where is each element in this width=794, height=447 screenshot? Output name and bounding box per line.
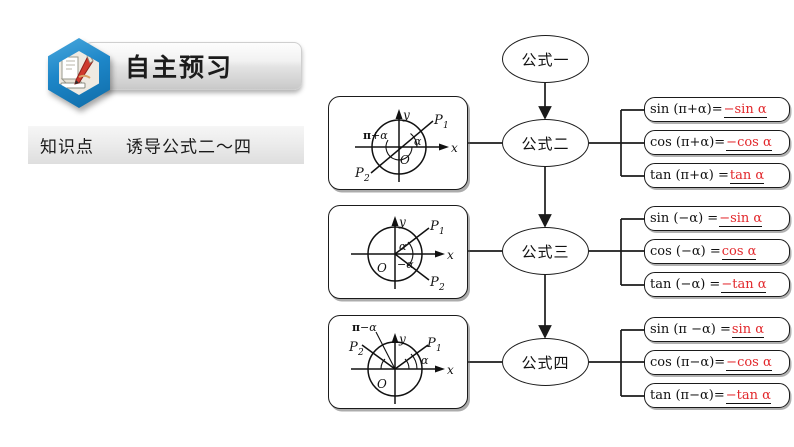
knowledge-point-label: 知识点 (40, 137, 94, 158)
header-zone: 自主预习 知识点 诱导公式二～四 (0, 0, 330, 180)
formula-lhs: cos (π+α)= (650, 135, 726, 150)
ellipse-shape (502, 35, 589, 83)
svg-text:O: O (377, 261, 387, 275)
svg-text:π: π (352, 321, 360, 334)
formula-lhs: tan (−α) = (650, 277, 721, 292)
formula-rhs: −cos α (726, 134, 772, 151)
formula-rhs: −tan α (721, 276, 767, 293)
formula-lhs: tan (π−α)= (650, 388, 725, 403)
svg-text:α: α (421, 354, 429, 367)
formula-rhs: tan α (729, 167, 765, 184)
node-formula-three[interactable]: 公式三 (502, 227, 589, 275)
svg-text:−α: −α (397, 258, 414, 271)
svg-text:y: y (398, 332, 406, 346)
formula-box: cos (−α) = cos α (644, 239, 790, 264)
unit-circle-pi-plus-alpha: x y O P 1 P 2 α π +α (354, 108, 458, 184)
formula-lhs: sin (π+α)= (650, 102, 723, 117)
svg-text:1: 1 (443, 121, 449, 131)
formula-box: sin (π+α)= −sin α (644, 97, 790, 122)
svg-text:α: α (414, 135, 422, 148)
svg-text:P: P (429, 219, 439, 234)
knowledge-point-topic: 诱导公式二～四 (126, 137, 253, 158)
formula-box: tan (π+α) = tan α (644, 163, 790, 188)
svg-text:O: O (400, 153, 410, 167)
ellipse-shape (502, 119, 589, 167)
formula-box: tan (−α) = −tan α (644, 272, 790, 297)
formula-box: tan (π−α)= −tan α (644, 383, 790, 408)
node-formula-four[interactable]: 公式四 (502, 338, 589, 386)
svg-text:x: x (447, 248, 454, 262)
node-formula-one[interactable]: 公式一 (502, 35, 589, 83)
node-label: 公式三 (521, 242, 570, 261)
book-pen-glyph (60, 52, 94, 89)
svg-text:x: x (451, 141, 458, 155)
node-formula-two[interactable]: 公式二 (502, 119, 589, 167)
formula-rhs: −sin α (723, 101, 767, 118)
svg-text:2: 2 (363, 174, 370, 184)
formula-lhs: tan (π+α) = (650, 168, 729, 183)
svg-text:P: P (433, 113, 443, 128)
svg-text:+α: +α (371, 129, 388, 142)
knowledge-point-text: 知识点 诱导公式二～四 (40, 133, 252, 158)
ellipse-shape (502, 227, 589, 275)
knowledge-point-bar: 知识点 诱导公式二～四 (28, 126, 304, 164)
svg-text:P: P (426, 336, 436, 351)
svg-text:P: P (429, 275, 439, 290)
formula-rhs: −cos α (726, 354, 772, 371)
unit-circle-pi-minus-alpha: x y O P 1 P 2 α π −α (348, 321, 454, 404)
svg-text:x: x (447, 363, 454, 377)
node-label: 公式二 (521, 134, 570, 153)
diagram-box-minus-alpha: x y O P 1 P 2 α −α (328, 205, 468, 299)
svg-text:P: P (354, 166, 364, 181)
formula-rhs: −sin α (719, 210, 763, 227)
formula-box: sin (π −α) = sin α (644, 317, 790, 342)
svg-text:2: 2 (357, 348, 364, 358)
formula-rhs: cos α (721, 243, 757, 260)
node-label: 公式一 (521, 50, 570, 69)
svg-text:α: α (399, 240, 407, 253)
svg-text:O: O (377, 377, 387, 391)
ellipse-shape (502, 338, 589, 386)
diagram-box-pi-minus-alpha: x y O P 1 P 2 α π −α (328, 315, 468, 409)
formula-lhs: sin (−α) = (650, 211, 719, 226)
book-pen-hexagon-icon (48, 38, 110, 108)
section-title-pill: 自主预习 (84, 42, 302, 90)
svg-text:y: y (402, 108, 410, 122)
svg-text:1: 1 (439, 227, 445, 237)
formula-rhs: −tan α (725, 387, 771, 404)
node-label: 公式四 (521, 353, 570, 372)
svg-text:π: π (363, 129, 371, 142)
formula-box: sin (−α) = −sin α (644, 206, 790, 231)
svg-text:−α: −α (360, 321, 377, 334)
formula-box: cos (π−α)= −cos α (644, 350, 790, 375)
formula-lhs: cos (−α) = (650, 244, 721, 259)
formula-lhs: cos (π−α)= (650, 355, 726, 370)
unit-circle-minus-alpha: x y O P 1 P 2 α −α (351, 215, 454, 293)
page-title: 自主预习 (125, 53, 234, 82)
svg-text:1: 1 (436, 344, 442, 354)
svg-text:2: 2 (438, 283, 445, 293)
svg-text:P: P (348, 340, 358, 355)
formula-lhs: sin (π −α) = (650, 322, 731, 337)
svg-text:y: y (398, 215, 406, 229)
formula-box: cos (π+α)= −cos α (644, 130, 790, 155)
formula-rhs: sin α (731, 321, 764, 338)
diagram-box-pi-plus-alpha: x y O P 1 P 2 α π +α (328, 96, 468, 190)
